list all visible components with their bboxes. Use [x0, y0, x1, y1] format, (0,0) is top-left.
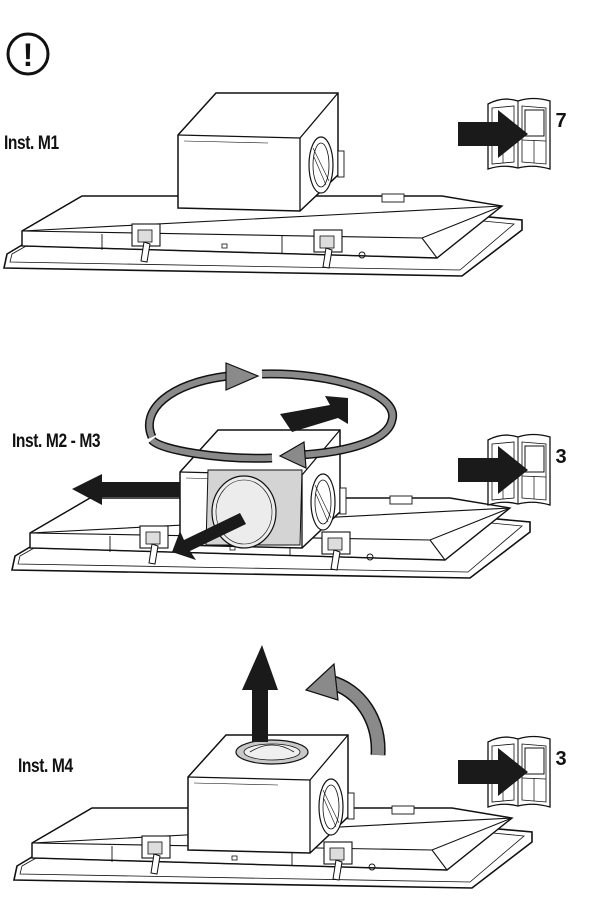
hood-illustration-m4: [13, 734, 533, 889]
hood-illustration-m2-m3: [11, 429, 531, 579]
svg-text:!: !: [23, 37, 34, 73]
vertical-outlet-arrows: [242, 645, 386, 756]
hood-illustration-m1: [3, 92, 523, 277]
book-reference-m1: 7: [457, 97, 567, 170]
label-inst-m1: Inst. M1: [4, 133, 59, 154]
label-inst-m2-m3: Inst. M2 - M3: [12, 431, 101, 452]
page-ref-m2-m3: 3: [555, 446, 566, 468]
book-reference-m4: 3: [457, 735, 567, 808]
book-reference-m2-m3: 3: [457, 433, 567, 506]
exclamation-icon: !: [6, 32, 50, 76]
label-inst-m4: Inst. M4: [18, 756, 73, 777]
page-ref-m1: 7: [555, 110, 566, 132]
page-ref-m4: 3: [555, 748, 566, 770]
rotation-arrows: [72, 362, 398, 560]
